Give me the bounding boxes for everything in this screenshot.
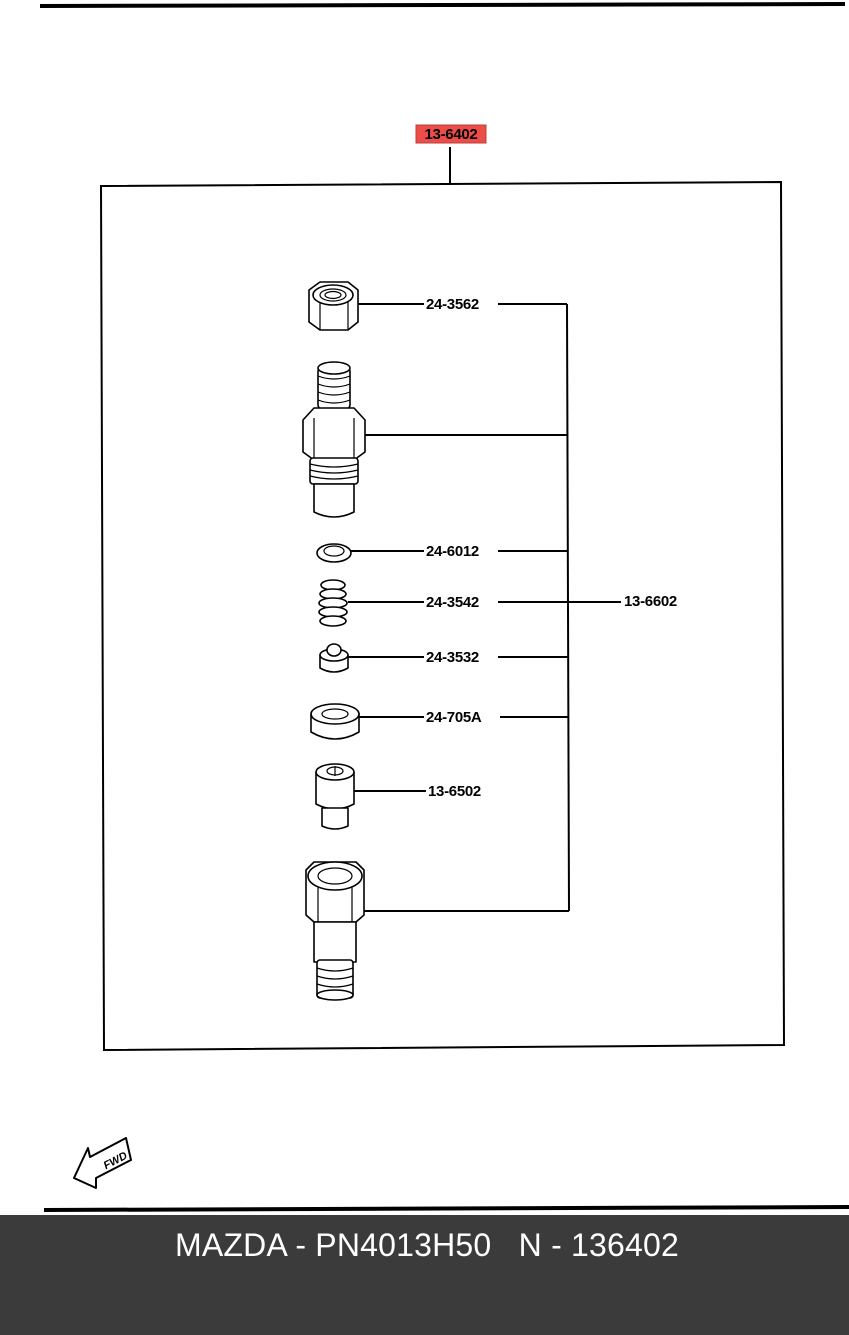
assembly-label-highlight <box>415 124 487 144</box>
nozzle-label[interactable]: 13-6502 <box>428 783 481 800</box>
fwd-arrow-icon: FWD <box>73 1137 132 1189</box>
assembly-label[interactable]: 13-6402 <box>415 124 487 144</box>
subassembly-label[interactable]: 13-6602 <box>624 593 677 610</box>
bottom-rule <box>43 1205 849 1212</box>
top-rule <box>39 2 846 8</box>
seat-part[interactable] <box>319 643 349 673</box>
holder-body-part[interactable] <box>302 361 366 518</box>
spring-label[interactable]: 24-3542 <box>426 594 479 611</box>
washer-part[interactable] <box>316 543 352 563</box>
spring-part[interactable] <box>318 579 348 627</box>
retaining-nut-part[interactable] <box>305 861 365 1001</box>
nozzle-part[interactable] <box>315 763 355 830</box>
spacer-part[interactable] <box>310 703 360 740</box>
assembly-label-text: 13-6402 <box>425 126 478 143</box>
subassembly-bracket <box>363 303 621 912</box>
nut-label[interactable]: 24-3562 <box>426 296 479 313</box>
seat-label[interactable]: 24-3532 <box>426 649 479 666</box>
parts-diagram: 13-6402 13-6602 24-3562 <box>39 2 849 1212</box>
spacer-label[interactable]: 24-705A <box>426 709 482 726</box>
washer-label[interactable]: 24-6012 <box>426 543 479 560</box>
footer-part-number: MAZDA - PN4013H50 N - 136402 <box>175 1227 680 1263</box>
assembly-frame <box>99 180 786 1052</box>
footer-bar: MAZDA - PN4013H50 N - 136402 <box>0 1215 849 1335</box>
nut-part[interactable] <box>308 281 359 331</box>
